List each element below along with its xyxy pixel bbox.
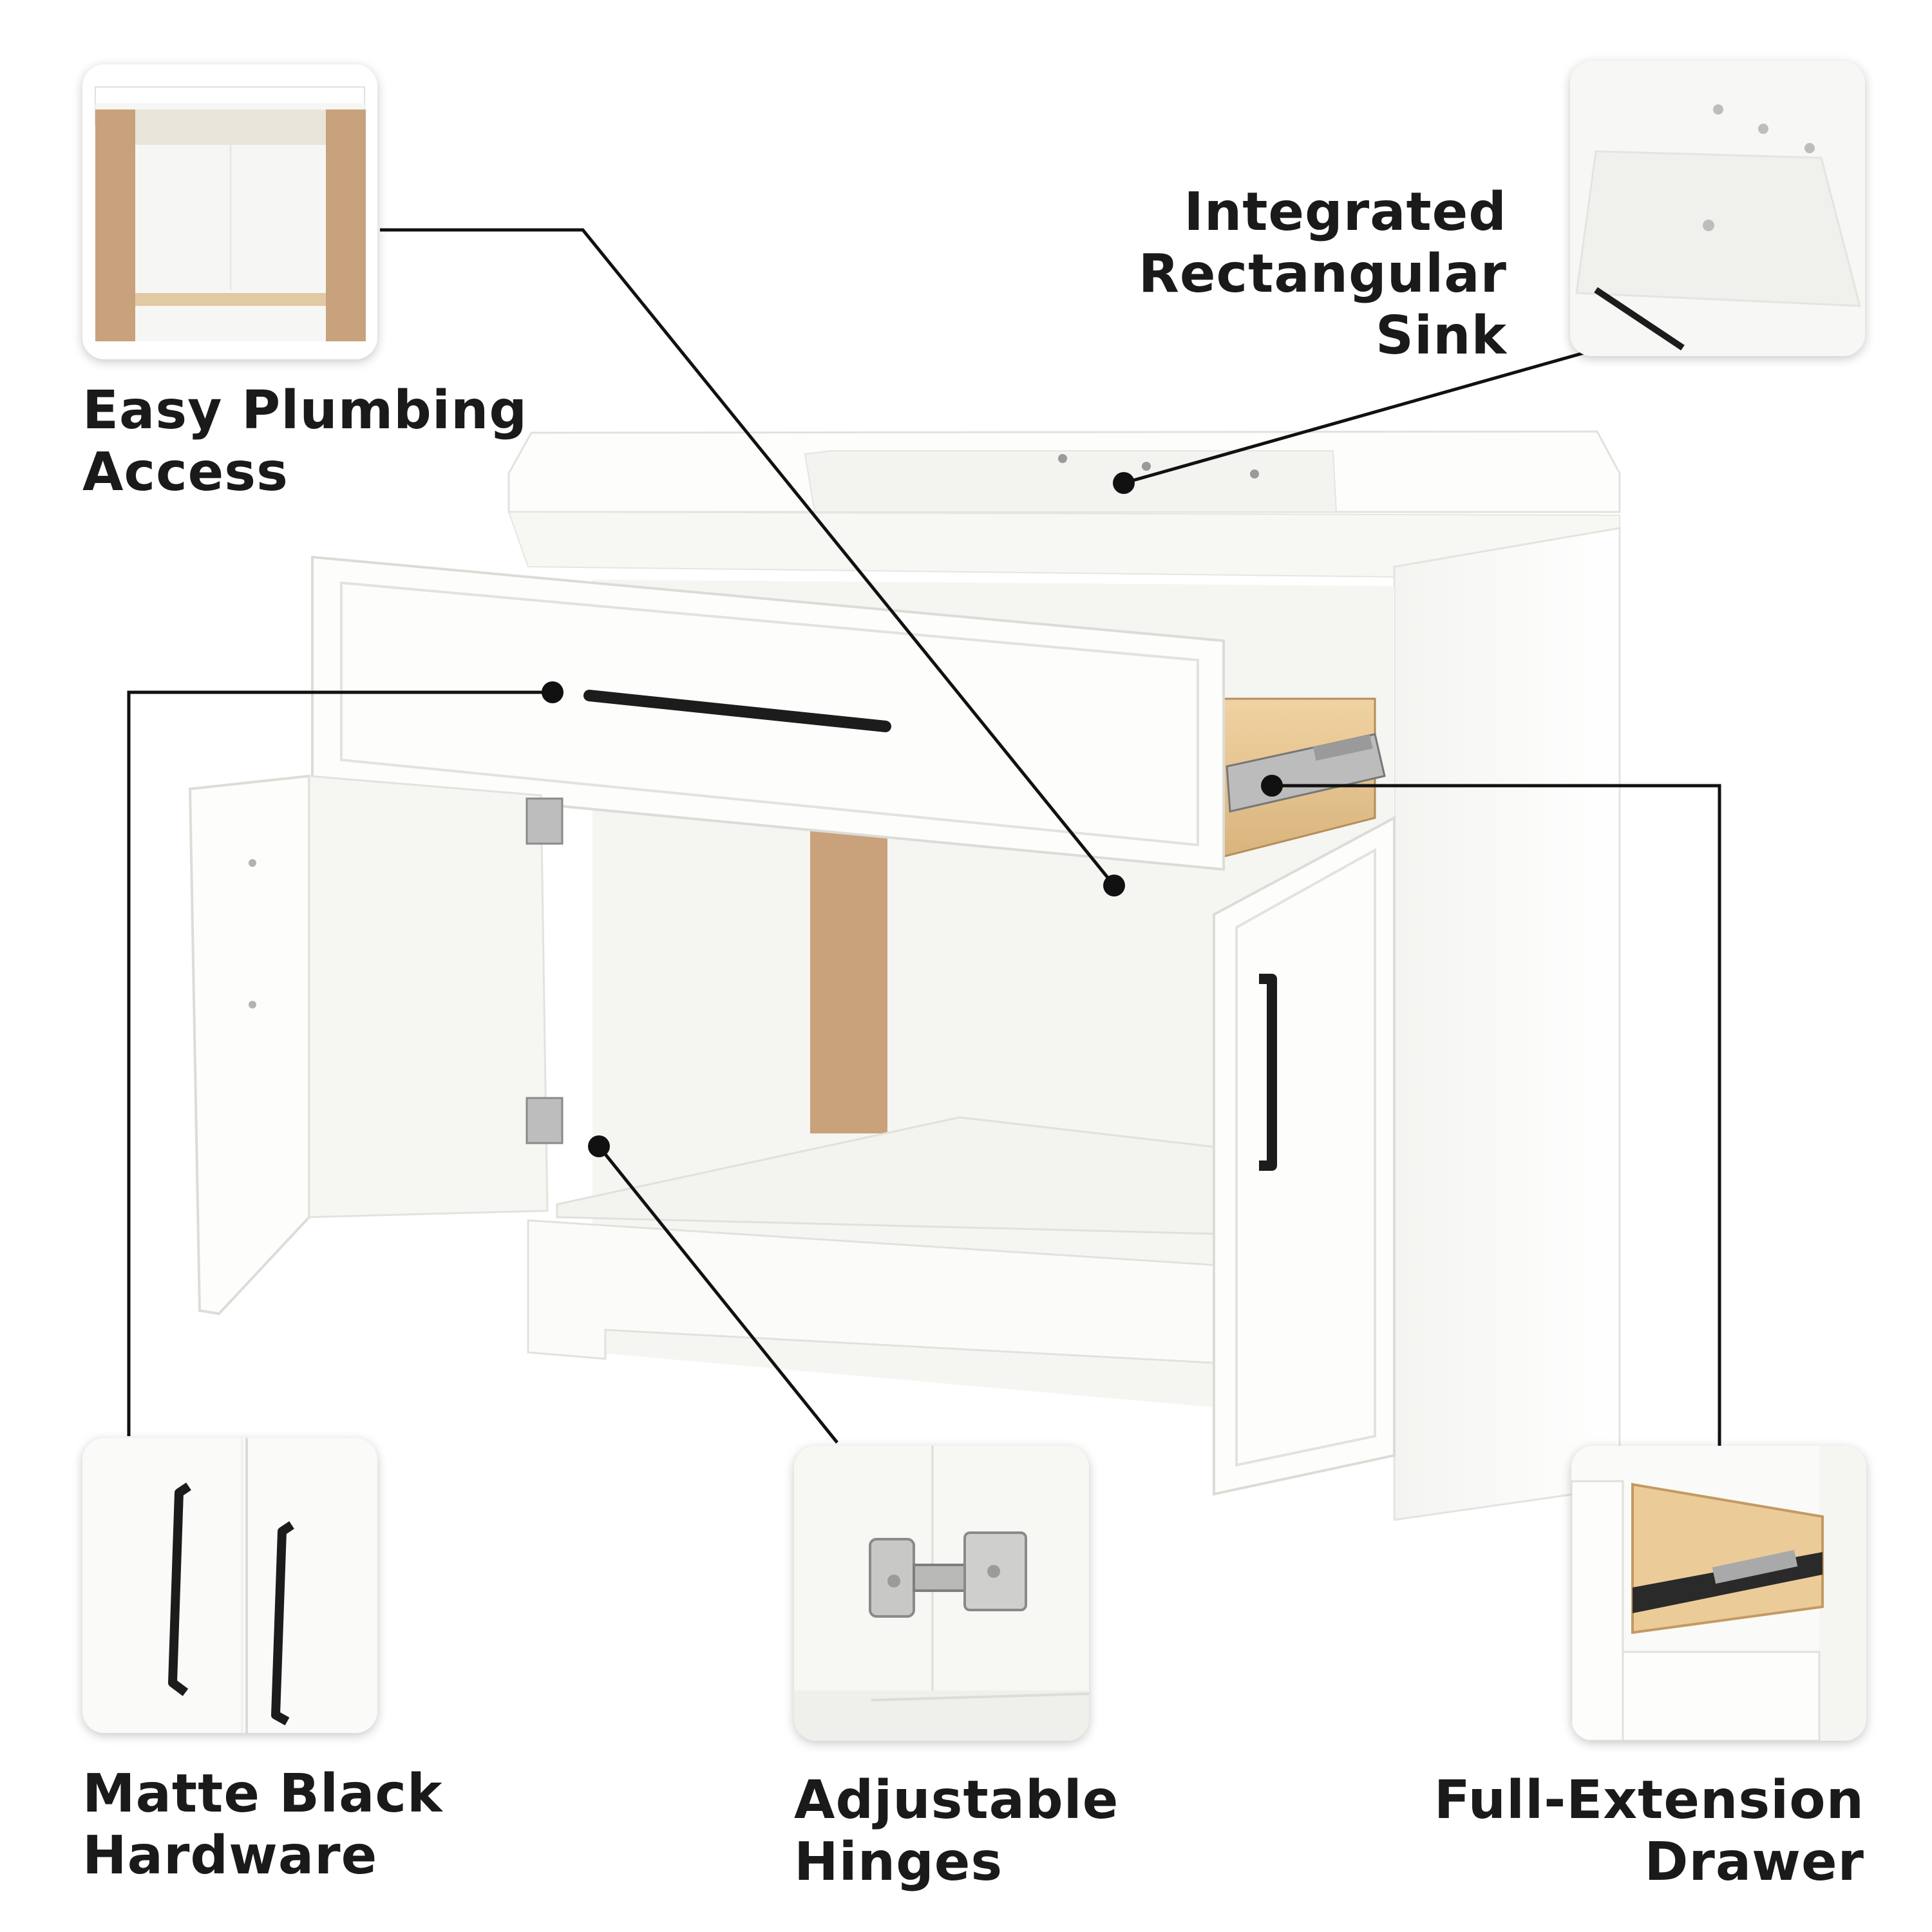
left-door: [188, 774, 310, 1316]
handle-icon: [82, 1438, 377, 1733]
hardware-label: Matte Black Hardware: [82, 1763, 443, 1886]
leader-lines: [127, 228, 1721, 1446]
drawer-label: Full-Extension Drawer: [1434, 1770, 1864, 1893]
sink-label: Integrated Rectangular Sink: [1138, 182, 1507, 366]
hinges-thumbnail: [794, 1446, 1089, 1741]
drawer-slide-icon: [1571, 1446, 1866, 1741]
hinge-icon: [794, 1446, 1089, 1741]
cabinet-interior-icon: [95, 86, 366, 341]
hardware-thumbnail: [82, 1438, 377, 1733]
plumbing-thumbnail: [82, 64, 377, 359]
sink-icon: [1570, 61, 1865, 356]
drawer-handle: [583, 690, 891, 732]
drawer-thumbnail: [1571, 1446, 1866, 1741]
sink-thumbnail: [1570, 61, 1865, 356]
vanity-side-panel: [1393, 527, 1621, 1521]
leader-dots: [542, 472, 1283, 1157]
plumbing-label: Easy Plumbing Access: [82, 380, 528, 503]
right-door: [1213, 815, 1396, 1496]
mdf-back-panel: [810, 831, 887, 1133]
hinges-label: Adjustable Hinges: [794, 1770, 1119, 1893]
